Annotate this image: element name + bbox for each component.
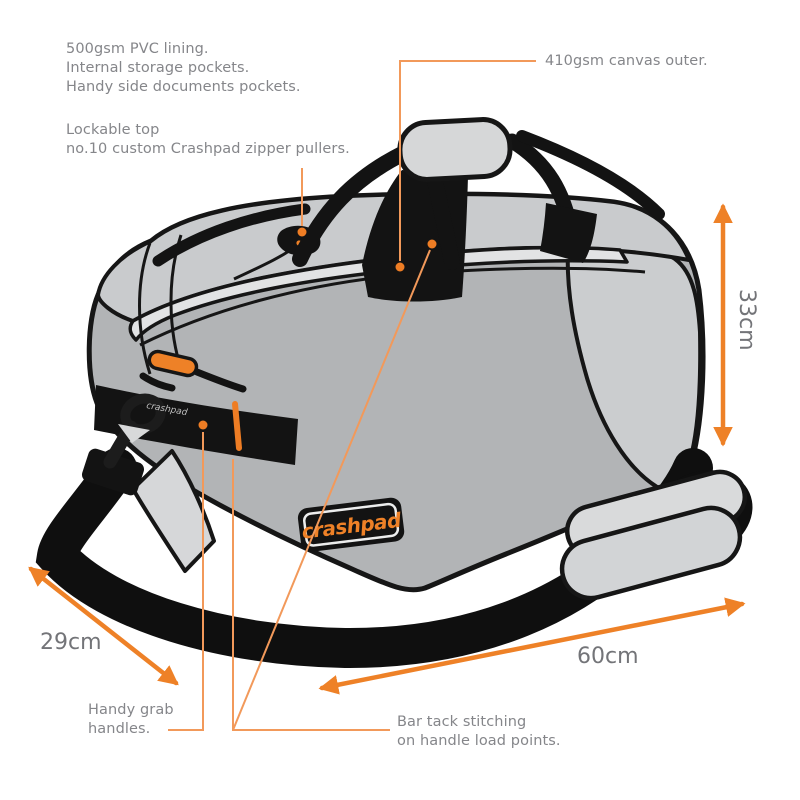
arrow-length-60cm bbox=[318, 597, 746, 695]
logo-patch: crashpad bbox=[297, 497, 405, 552]
label-lockable-line1: Lockable top bbox=[66, 122, 160, 138]
label-lining-line3: Handy side documents pockets. bbox=[66, 79, 301, 95]
label-grab-handles-line1: Handy grab bbox=[88, 702, 174, 718]
left-handle-strap bbox=[292, 145, 412, 267]
grab-handle-loop bbox=[193, 368, 247, 393]
leader-grab-handles bbox=[168, 432, 204, 731]
arrow-depth-29cm bbox=[28, 566, 179, 686]
label-lining-line2: Internal storage pockets. bbox=[66, 60, 250, 76]
label-bar-tack-line1: Bar tack stitching bbox=[397, 714, 527, 730]
strap-hook-eye bbox=[118, 424, 150, 443]
label-lockable-top: Lockable top no.10 custom Crashpad zippe… bbox=[66, 121, 350, 159]
label-bar-tack-line2: on handle load points. bbox=[397, 733, 561, 749]
bar-tack-marker bbox=[232, 401, 242, 451]
right-handle-strap bbox=[516, 130, 665, 220]
side-compression-strap bbox=[94, 385, 298, 465]
dimension-arrows bbox=[28, 203, 746, 695]
right-handle-base bbox=[540, 203, 597, 263]
leader-bar-tack-diagonal bbox=[232, 249, 431, 731]
bag-body-group bbox=[86, 117, 706, 593]
leader-canvas-outer bbox=[399, 60, 536, 261]
strap-hook-ring bbox=[120, 393, 166, 435]
dimension-length-60cm: 60cm bbox=[577, 644, 639, 669]
dimension-depth-29cm: 29cm bbox=[40, 630, 102, 655]
label-grab-handles-line2: handles. bbox=[88, 721, 151, 737]
shoulder-pad-lower bbox=[559, 505, 743, 601]
dot-grab-handles bbox=[198, 420, 208, 430]
logo-patch-border bbox=[303, 502, 400, 547]
dot-bar-tack bbox=[427, 239, 437, 249]
dimension-height-33cm: 33cm bbox=[734, 289, 759, 351]
label-bar-tack: Bar tack stitching on handle load points… bbox=[397, 713, 561, 751]
callout-leaders bbox=[168, 60, 536, 731]
label-lockable-line2: no.10 custom Crashpad zipper pullers. bbox=[66, 141, 350, 157]
strap-keeper bbox=[81, 448, 145, 496]
label-grab-handles: Handy grab handles. bbox=[88, 701, 174, 739]
grab-handle-loop bbox=[139, 372, 176, 392]
bottom-left-light-panel bbox=[131, 449, 216, 573]
label-lining-line1: 500gsm PVC lining. bbox=[66, 41, 209, 57]
label-canvas-outer: 410gsm canvas outer. bbox=[545, 53, 708, 69]
label-lining: 500gsm PVC lining. Internal storage pock… bbox=[66, 40, 301, 97]
dot-zipper-pullers bbox=[297, 227, 307, 237]
far-handle-strap bbox=[152, 203, 311, 267]
callout-dots bbox=[198, 227, 437, 430]
dot-canvas-outer bbox=[395, 262, 405, 272]
handle-grip-pad bbox=[397, 117, 513, 182]
left-end-seam-outer bbox=[138, 242, 152, 375]
